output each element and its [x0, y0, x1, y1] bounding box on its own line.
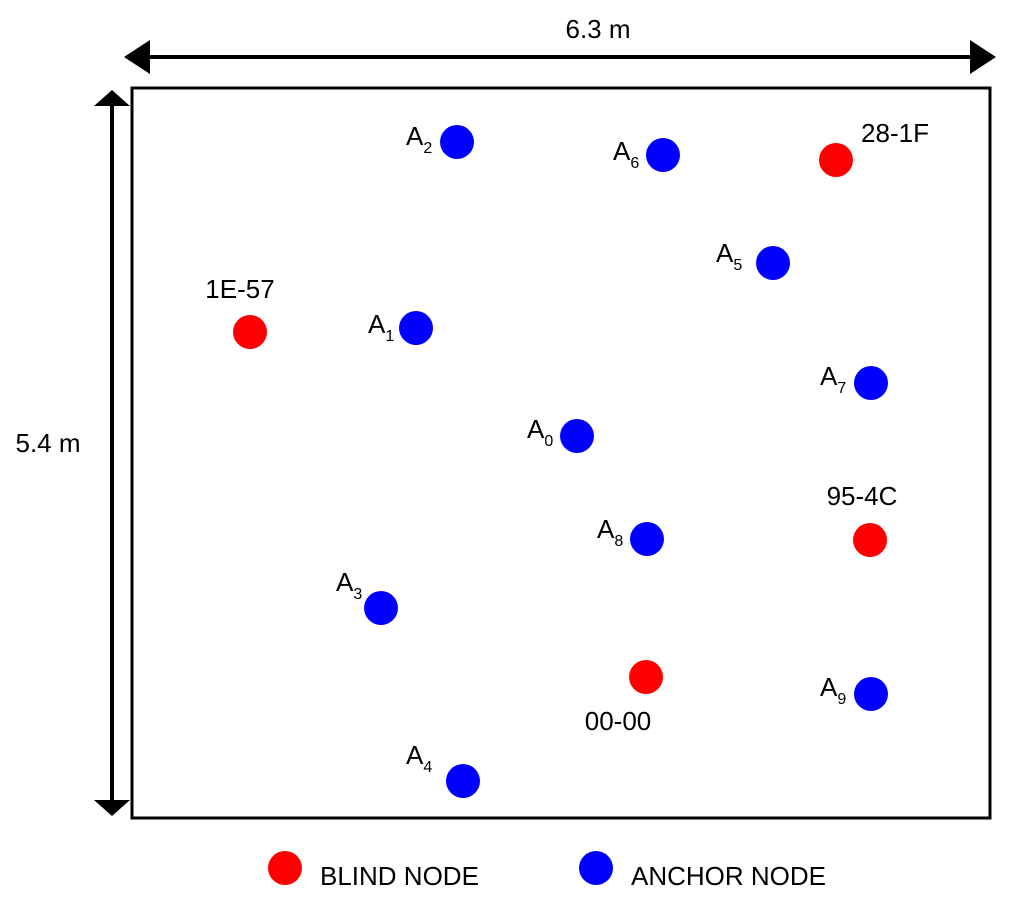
anchor-node-a9: A9	[820, 672, 888, 711]
anchor-label: A3	[336, 567, 362, 603]
anchor-label-subscript: 5	[733, 257, 742, 274]
anchor-label-subscript: 4	[423, 759, 432, 776]
anchor-label-subscript: 2	[423, 140, 432, 157]
anchor-label: A9	[820, 672, 846, 708]
anchor-label: A4	[406, 740, 432, 776]
anchor-marker	[560, 419, 594, 453]
legend-anchor-label: ANCHOR NODE	[631, 861, 826, 891]
height-arrow-top-head	[94, 90, 130, 106]
blind-marker	[629, 660, 663, 694]
anchor-label-subscript: 7	[837, 380, 846, 397]
anchor-label-base: A	[716, 238, 734, 268]
anchor-node-a6: A6	[613, 136, 680, 172]
anchor-label-subscript: 9	[837, 691, 846, 708]
anchor-label-base: A	[820, 672, 838, 702]
anchor-node-a1: A1	[368, 309, 433, 345]
anchor-label-base: A	[597, 514, 615, 544]
anchor-node-a2: A2	[406, 121, 474, 159]
anchor-label-subscript: 6	[630, 155, 639, 172]
legend-blind-label: BLIND NODE	[320, 861, 479, 891]
legend: BLIND NODE ANCHOR NODE	[268, 851, 826, 891]
anchor-label: A7	[820, 361, 846, 397]
anchor-marker	[440, 125, 474, 159]
anchor-marker	[630, 522, 664, 556]
blind-marker	[233, 315, 267, 349]
anchor-label-base: A	[613, 136, 631, 166]
anchor-label: A1	[368, 309, 394, 345]
blind-marker	[819, 143, 853, 177]
anchor-marker	[854, 366, 888, 400]
anchor-label: A8	[597, 514, 623, 550]
anchor-node-a0: A0	[527, 414, 594, 453]
blind-label: 1E-57	[205, 274, 274, 304]
width-dimension: 6.3 m	[124, 14, 996, 74]
anchor-label: A5	[716, 238, 742, 274]
anchor-label-base: A	[820, 361, 838, 391]
blind-node-95-4c: 95-4C	[827, 481, 898, 557]
height-label: 5.4 m	[15, 428, 80, 458]
anchor-label-base: A	[406, 121, 424, 151]
anchor-label-base: A	[336, 567, 354, 597]
height-dimension: 5.4 m	[15, 90, 130, 816]
anchor-label-base: A	[406, 740, 424, 770]
room-boundary	[130, 86, 992, 820]
anchor-node-a8: A8	[597, 514, 664, 556]
anchor-label: A2	[406, 121, 432, 157]
anchor-marker	[646, 138, 680, 172]
anchor-node-a4: A4	[406, 740, 480, 798]
width-arrow-right-head	[970, 40, 996, 74]
anchor-node-a7: A7	[820, 361, 888, 400]
blind-label: 28-1F	[861, 118, 929, 148]
blind-label: 95-4C	[827, 481, 898, 511]
anchor-label-subscript: 3	[353, 586, 362, 603]
blind-node-00-00: 00-00	[585, 660, 663, 736]
anchor-marker	[756, 246, 790, 280]
anchor-marker	[399, 311, 433, 345]
anchor-node-a3: A3	[336, 567, 398, 625]
anchor-label-base: A	[368, 309, 386, 339]
legend-blind-marker	[268, 851, 302, 885]
legend-anchor-marker	[579, 851, 613, 885]
anchor-marker	[364, 591, 398, 625]
anchor-node-a5: A5	[716, 238, 790, 280]
height-arrow-bottom-head	[94, 800, 130, 816]
anchor-label: A0	[527, 414, 553, 450]
blind-node-28-1f: 28-1F	[819, 118, 929, 177]
blind-label: 00-00	[585, 706, 652, 736]
anchor-marker	[446, 764, 480, 798]
blind-marker	[853, 523, 887, 557]
width-arrow-left-head	[124, 40, 150, 74]
width-label: 6.3 m	[565, 14, 630, 44]
anchor-label: A6	[613, 136, 639, 172]
anchor-marker	[854, 677, 888, 711]
anchor-label-base: A	[527, 414, 545, 444]
anchor-label-subscript: 0	[544, 433, 553, 450]
anchor-label-subscript: 1	[385, 328, 394, 345]
anchor-label-subscript: 8	[614, 533, 623, 550]
blind-node-1e-57: 1E-57	[205, 274, 275, 349]
